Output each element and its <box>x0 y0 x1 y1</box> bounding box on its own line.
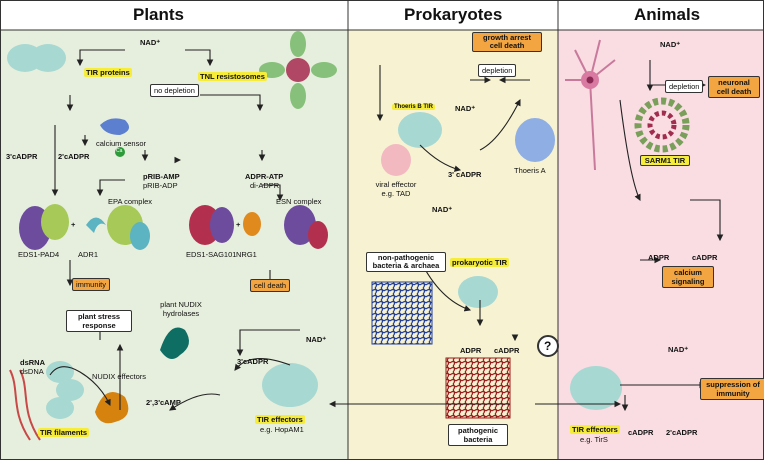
adpr-atp: ADPR-ATP <box>245 172 284 181</box>
nrg1-shape <box>243 212 261 236</box>
sarm1-ring <box>634 97 690 153</box>
sarm1-label: SARM1 TIR <box>640 155 690 166</box>
tir-protein-blob <box>7 44 66 72</box>
header-prokaryotes: Prokaryotes <box>404 5 503 24</box>
dsdna-label: dsDNA <box>20 367 44 376</box>
prib-adp: pRIB-ADP <box>143 181 178 190</box>
immunity-box: immunity <box>72 278 111 291</box>
plant-nad: NAD⁺ <box>140 38 161 47</box>
tir-proteins-label: TIR proteins <box>84 68 132 77</box>
cell-death-box: cell death <box>250 279 291 292</box>
viral-effector-shape <box>381 144 411 176</box>
prib-amp: pRIB-AMP <box>143 172 180 181</box>
animal-nad-2: NAD⁺ <box>668 345 689 354</box>
header-animals: Animals <box>634 5 701 24</box>
animal-cadpr-2: cADPR <box>628 428 654 437</box>
prokaryotic-tir-shape <box>458 276 498 308</box>
tir-filament-shape <box>46 361 84 419</box>
animal-tir-effector-shape <box>570 366 622 410</box>
prok-nad-2: NAD⁺ <box>432 205 453 214</box>
tnl-resistosomes-label: TNL resistosomes <box>198 72 267 81</box>
pathogenic-bacteria-label: pathogenic bacteria <box>448 424 508 446</box>
thoeris-b-label: Thoeris B TIR <box>392 104 436 110</box>
plus-1: + <box>71 220 76 229</box>
animal-adpr: ADPR <box>648 253 670 262</box>
di-adpr: di-ADPR <box>250 181 280 190</box>
nudix-effectors-label: NUDIX effectors <box>92 372 147 381</box>
thoeris-a-label: Thoeris A <box>514 166 546 175</box>
tir-filaments-label: TIR filaments <box>38 428 90 437</box>
animal-cadpr: cADPR <box>692 253 718 262</box>
eds1-pad4-label: EDS1-PAD4 <box>18 250 60 259</box>
epa-complex-label: EPA complex <box>108 197 153 206</box>
prok-cadpr: cADPR <box>494 346 520 355</box>
animal-depletion-label: depletion <box>665 80 704 93</box>
plant-3cadpr: 3'cADPR <box>6 152 38 161</box>
tir-effector-shape <box>262 363 318 407</box>
esn-complex-label: ESN complex <box>276 197 322 206</box>
tirs-label: e.g. TirS <box>580 435 608 444</box>
neuronal-death-box: neuronal cell death <box>708 76 760 98</box>
thoeris-b-shape <box>398 112 442 148</box>
ca-ion <box>115 147 125 157</box>
prok-depletion-label: depletion <box>478 64 517 77</box>
plant-nad-2: NAD⁺ <box>306 335 327 344</box>
prok-nad: NAD⁺ <box>455 104 476 113</box>
no-depletion-label: no depletion <box>150 84 199 97</box>
dsrna-label: dsRNA <box>20 358 46 367</box>
prokaryotic-tir-label: prokaryotic TIR <box>450 258 510 267</box>
hopam1-label: e.g. HopAM1 <box>260 425 304 434</box>
plant-tir-effectors-label: TIR effectors <box>255 415 305 424</box>
nonpathogenic-bacteria-image <box>371 281 433 345</box>
dna-helix <box>9 369 41 441</box>
plant-3cadpr-2: 3'cADPR <box>237 357 269 366</box>
header-plants: Plants <box>133 5 185 24</box>
question-mark: ? <box>544 339 552 353</box>
prok-adpr: ADPR <box>460 346 482 355</box>
viral-effector-label: viral effector e.g. TAD <box>375 180 417 198</box>
calcium-signaling-box: calcium signaling <box>662 266 714 288</box>
nonpathogenic-label: non-pathogenic bacteria & archaea <box>366 252 446 272</box>
plant-nudix-label: plant NUDIX hydrolases <box>160 300 202 318</box>
animal-nad: NAD⁺ <box>660 40 681 49</box>
nrg1-label: NRG1 <box>236 250 257 259</box>
plus-2: + <box>236 220 241 229</box>
question-mark-circle <box>537 335 559 357</box>
camp-label: 2',3'cAMP <box>146 398 181 407</box>
suppression-box: suppression of immunity <box>700 378 764 400</box>
growth-arrest-box: growth arrest cell death <box>472 32 542 52</box>
animal-2cadpr: 2'cADPR <box>666 428 698 437</box>
prok-3cadpr: 3' cADPR <box>448 170 482 179</box>
thoeris-a-shape <box>515 118 555 162</box>
pathogenic-bacteria-image <box>445 357 511 419</box>
neuron-shape <box>565 39 616 171</box>
ca-label: Ca <box>116 148 123 154</box>
adr1-label: ADR1 <box>78 250 99 259</box>
tnl-resistosome <box>259 31 337 109</box>
nudix-hydrolase-shape <box>160 327 189 359</box>
plant-2cadpr: 2'cADPR <box>58 152 90 161</box>
adr1-shape <box>86 217 106 233</box>
plant-stress-response-box: plant stress response <box>66 310 132 332</box>
animal-tir-effectors-label: TIR effectors <box>570 425 620 434</box>
eds1-sag101-label: EDS1-SAG101 <box>186 250 237 259</box>
calcium-sensor-label: calcium sensor <box>96 139 147 148</box>
calcium-sensor <box>100 118 129 135</box>
